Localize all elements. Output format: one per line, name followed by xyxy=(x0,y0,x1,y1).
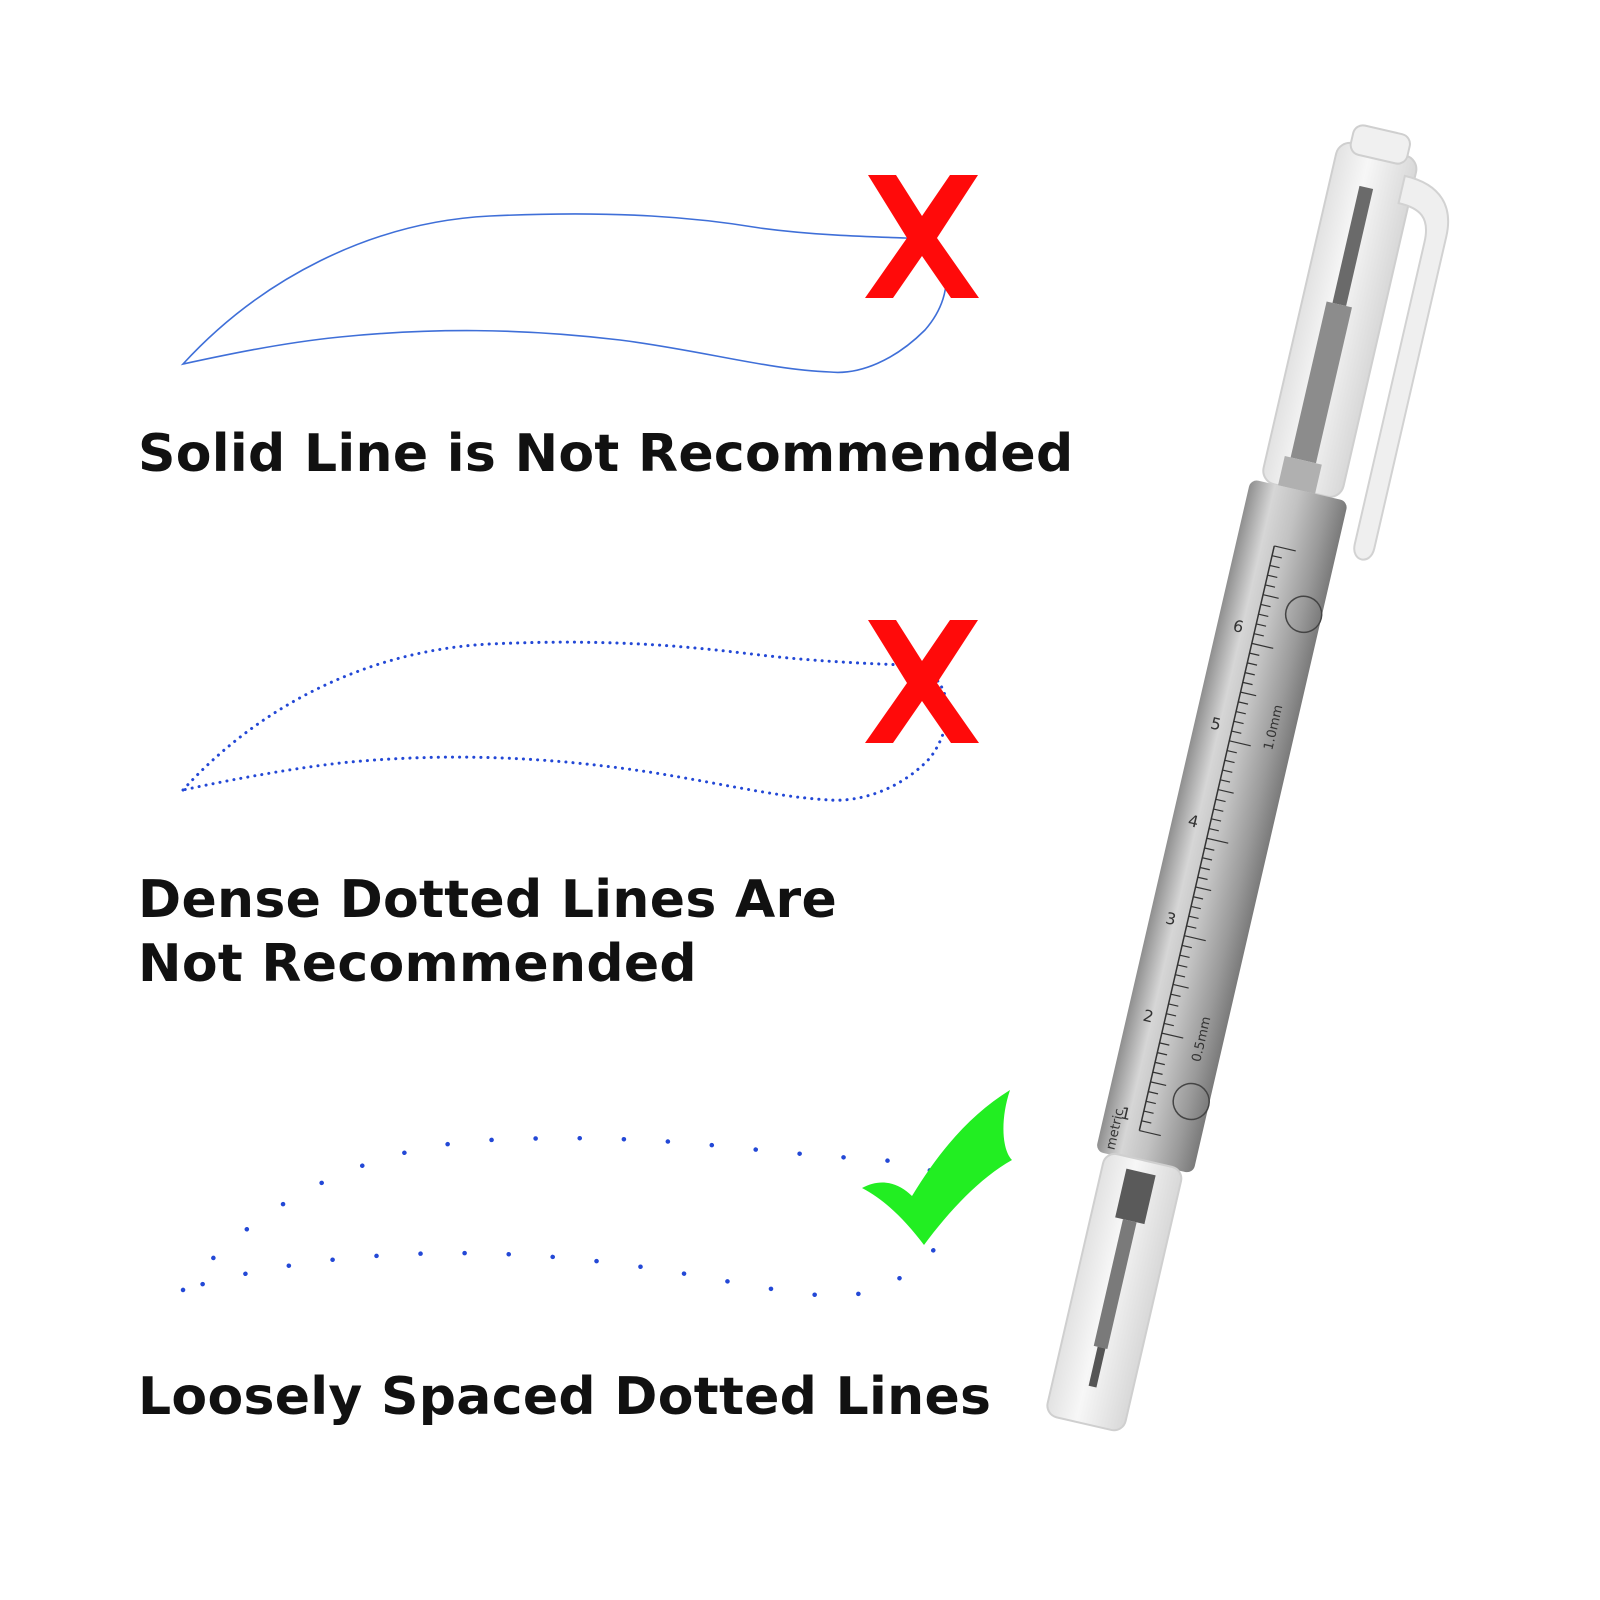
ruler-tick xyxy=(1197,876,1208,881)
ruler-tick xyxy=(1249,652,1260,656)
ruler-tick xyxy=(1188,915,1199,920)
ruler-tick xyxy=(1258,613,1269,617)
ruler-tick xyxy=(1175,974,1186,978)
ruler-tick xyxy=(1172,983,1189,989)
ruler-tick xyxy=(1271,555,1282,559)
ruler-tick xyxy=(1226,749,1237,754)
ruler-tick xyxy=(1244,672,1255,676)
ruler-tick xyxy=(1208,827,1219,832)
ruler-tick xyxy=(1139,1129,1161,1137)
ruler-tick xyxy=(1154,1061,1165,1066)
ruler-tick xyxy=(1193,896,1204,900)
ruler-tick xyxy=(1242,681,1253,686)
ruler-tick xyxy=(1235,711,1246,715)
ruler-number: 5 xyxy=(1209,713,1223,734)
ruler-tick xyxy=(1152,1071,1163,1075)
ruler-tick xyxy=(1195,886,1212,892)
ruler-tick xyxy=(1247,662,1258,666)
ruler-tick xyxy=(1150,1081,1167,1087)
ruler-tick xyxy=(1148,1091,1159,1095)
ruler-tick xyxy=(1184,935,1206,942)
ruler-tick xyxy=(1179,954,1190,959)
ruler-tick xyxy=(1213,808,1224,812)
ruler-tick xyxy=(1251,642,1274,649)
ruler-tick xyxy=(1202,857,1213,861)
ruler-tick xyxy=(1260,603,1271,608)
ruler-ticks xyxy=(1139,545,1296,1137)
solid-line-example xyxy=(180,213,947,374)
ruler-tick xyxy=(1206,837,1229,844)
ruler-number: 4 xyxy=(1186,811,1200,832)
ruler-tick xyxy=(1265,584,1276,588)
ruler-pen: 1 2 3 4 5 6 metric 1.0mm 0.5mm xyxy=(1046,124,1450,1432)
ruler-tick xyxy=(1161,1032,1184,1039)
ruler-tick xyxy=(1159,1042,1170,1046)
ruler-tick xyxy=(1157,1052,1168,1056)
ruler-tick xyxy=(1199,866,1210,871)
ruler-tick xyxy=(1163,1022,1174,1027)
ruler-tick xyxy=(1217,788,1234,794)
solid-line-caption: Solid Line is Not Recommended xyxy=(138,424,1074,484)
ruler-tick xyxy=(1267,574,1278,579)
loose-dotted-line-example xyxy=(176,1135,950,1299)
cross-icon xyxy=(865,620,979,743)
ruler-tick xyxy=(1229,740,1251,747)
ruler-number: 3 xyxy=(1164,908,1178,929)
ruler-tick xyxy=(1181,944,1192,949)
ruler-number: 2 xyxy=(1141,1006,1155,1027)
ruler-tick xyxy=(1231,730,1242,734)
ruler-number: 1 xyxy=(1119,1103,1133,1124)
ruler-number: 6 xyxy=(1231,616,1245,637)
ruler-tick xyxy=(1215,798,1226,803)
ruler-tick xyxy=(1204,847,1215,851)
dense-dotted-line-example xyxy=(178,640,949,802)
ruler-tick xyxy=(1240,691,1257,697)
ruler-tick xyxy=(1222,769,1233,773)
ruler-tick xyxy=(1269,564,1280,569)
pen-barrel xyxy=(1097,480,1347,1173)
solid-brow-outline xyxy=(180,213,947,374)
dense-dotted-brow-outline xyxy=(178,640,949,802)
ruler-tick xyxy=(1211,818,1222,822)
ruler-tick xyxy=(1145,1100,1156,1105)
ruler-tick xyxy=(1177,964,1188,968)
pen-clip xyxy=(1353,174,1450,561)
ruler-tick xyxy=(1238,701,1249,705)
check-icon xyxy=(862,1090,1012,1245)
ruler-tick xyxy=(1224,759,1235,764)
ruler-tick xyxy=(1233,720,1244,725)
ruler-tick xyxy=(1186,925,1197,929)
ruler-tick xyxy=(1220,779,1231,783)
ruler-tick xyxy=(1190,905,1201,910)
ruler-tick xyxy=(1141,1120,1152,1124)
loose-dotted-brow-outline xyxy=(176,1135,950,1299)
ruler-tick xyxy=(1253,633,1264,637)
dense-dotted-caption: Dense Dotted Lines Are Not Recommended xyxy=(138,870,838,994)
loose-dotted-caption: Loosely Spaced Dotted Lines xyxy=(138,1367,992,1427)
ruler-tick xyxy=(1143,1110,1154,1114)
ruler-tick xyxy=(1262,594,1279,599)
ruler-tick xyxy=(1274,545,1296,552)
ruler-tick xyxy=(1168,1003,1179,1007)
ruler-tick xyxy=(1256,623,1267,627)
ruler-tick xyxy=(1170,993,1181,998)
ruler-tick xyxy=(1166,1013,1177,1017)
cross-icon xyxy=(865,175,979,298)
